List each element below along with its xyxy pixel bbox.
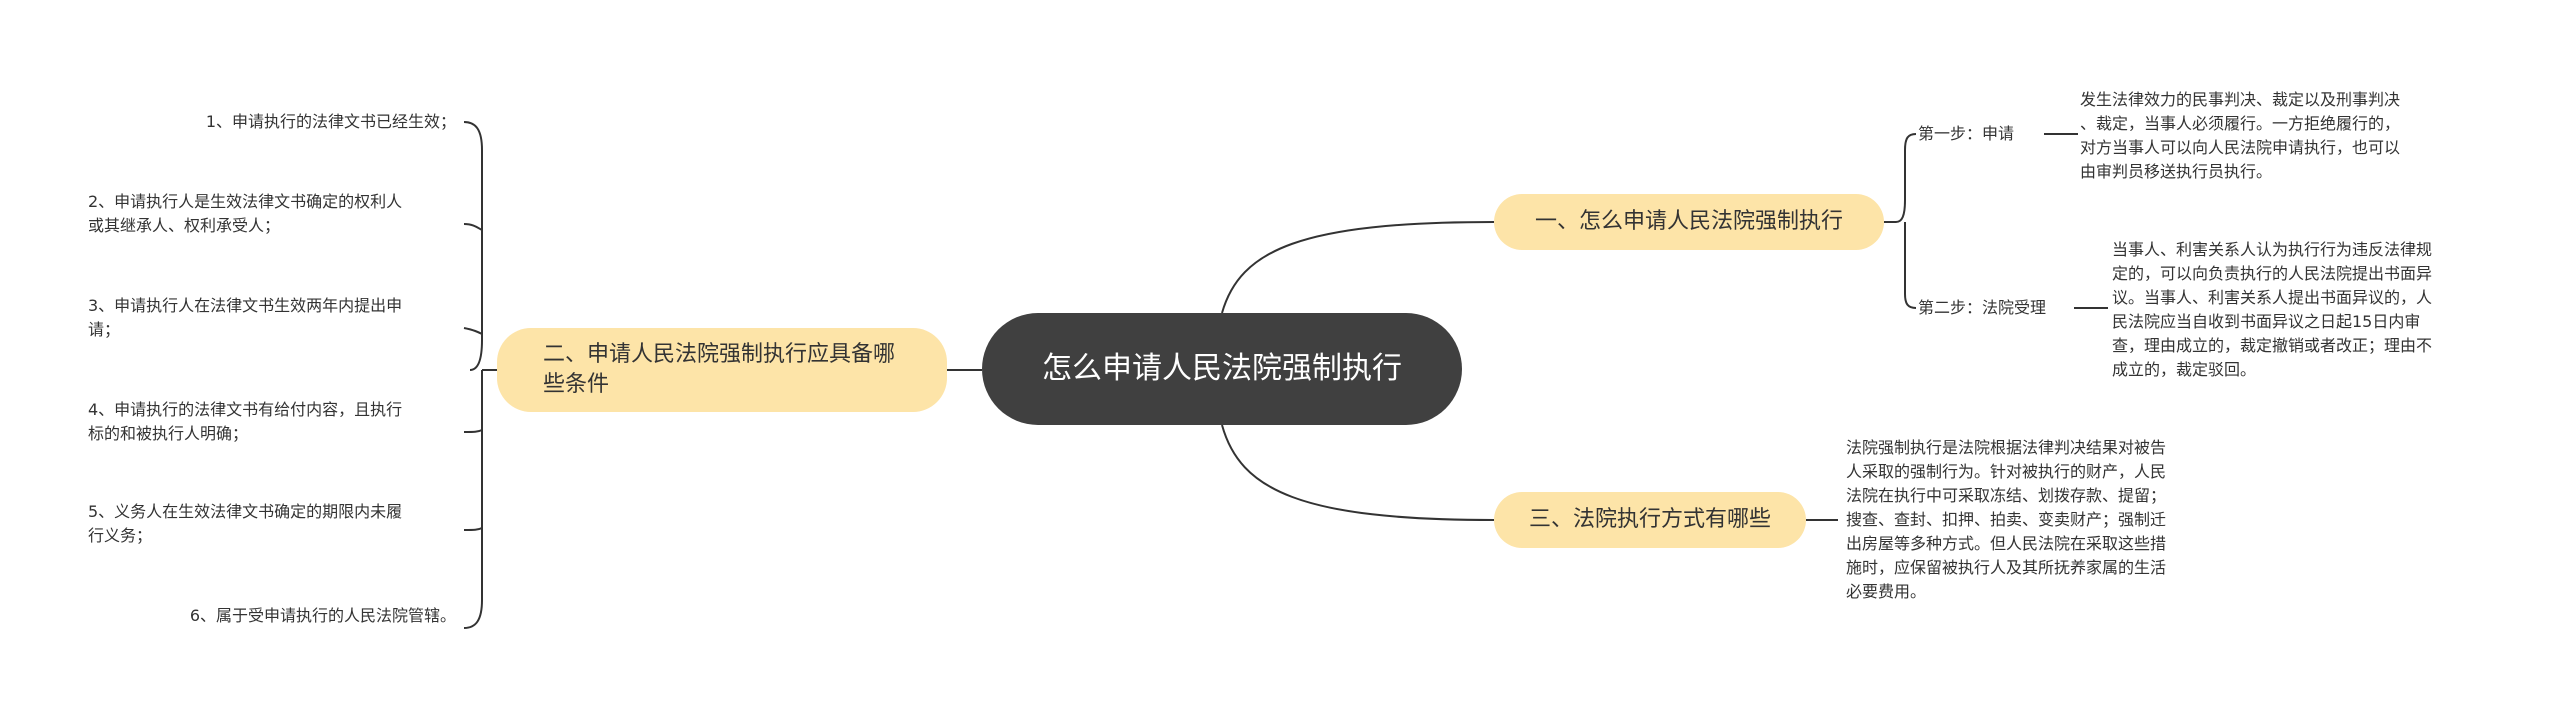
note-line: 搜查、查封、扣押、拍卖、变卖财产；强制迁 (1846, 510, 2167, 529)
branch-two-node[interactable]: 二、申请人民法院强制执行应具备哪些条件 (497, 328, 947, 412)
condition-line: 行义务； (88, 526, 153, 545)
branch-three-note: 法院强制执行是法院根据法律判决结果对被告 人采取的强制行为。针对被执行的财产，人… (1846, 436, 2246, 604)
condition-item-5[interactable]: 5、义务人在生效法律文书确定的期限内未履 行义务； (40, 500, 456, 548)
note-line: 民法院应当自收到书面异议之日起15日内审 (2112, 312, 2421, 331)
step-two-label[interactable]: 第二步：法院受理 (1918, 298, 2047, 317)
note-line: 定的，可以向负责执行的人民法院提出书面异 (2112, 264, 2433, 283)
note-line: 人采取的强制行为。针对被执行的财产，人民 (1846, 462, 2167, 481)
condition-item-2[interactable]: 2、申请执行人是生效法律文书确定的权利人 或其继承人、权利承受人； (40, 190, 456, 238)
condition-item-1[interactable]: 1、申请执行的法律文书已经生效； (40, 110, 456, 134)
connector-central-branch-three (1221, 424, 1495, 521)
note-line: 查，理由成立的，裁定撤销或者改正；理由不 (2112, 336, 2433, 355)
branch-three-node[interactable]: 三、法院执行方式有哪些 (1494, 492, 1806, 548)
step-one-label[interactable]: 第一步：申请 (1918, 124, 2015, 143)
condition-line: 请； (88, 320, 121, 339)
connector-branch-two-items (463, 121, 497, 629)
step-one-note: 发生法律效力的民事判决、裁定以及刑事判决 、裁定，当事人必须履行。一方拒绝履行的… (2080, 88, 2480, 184)
step-two-note: 当事人、利害关系人认为执行行为违反法律规 定的，可以向负责执行的人民法院提出书面… (2112, 238, 2512, 382)
connector-central-branch-one (1221, 221, 1495, 314)
branch-two-label: 二、申请人民法院强制执行应具备哪些条件 (543, 342, 896, 397)
condition-line: 4、申请执行的法律文书有给付内容，且执行 (88, 400, 403, 419)
connector-branch-one-steps (1884, 133, 1917, 309)
central-topic-label: 怎么申请人民法院强制执行 (1042, 351, 1402, 386)
condition-line: 标的和被执行人明确； (88, 424, 249, 443)
condition-item-4[interactable]: 4、申请执行的法律文书有给付内容，且执行 标的和被执行人明确； (40, 398, 456, 446)
condition-line: 2、申请执行人是生效法律文书确定的权利人 (88, 192, 403, 211)
condition-line: 3、申请执行人在法律文书生效两年内提出申 (88, 296, 403, 315)
condition-line: 1、申请执行的法律文书已经生效； (205, 112, 456, 131)
note-line: 当事人、利害关系人认为执行行为违反法律规 (2112, 240, 2433, 259)
note-line: 施时，应保留被执行人及其所抚养家属的生活 (1846, 558, 2167, 577)
note-line: 法院强制执行是法院根据法律判决结果对被告 (1846, 438, 2167, 457)
condition-line: 5、义务人在生效法律文书确定的期限内未履 (88, 502, 403, 521)
note-line: 出房屋等多种方式。但人民法院在采取这些措 (1846, 534, 2167, 553)
note-line: 发生法律效力的民事判决、裁定以及刑事判决 (2080, 90, 2401, 109)
note-line: 、裁定，当事人必须履行。一方拒绝履行的， (2080, 114, 2401, 133)
condition-item-6[interactable]: 6、属于受申请执行的人民法院管辖。 (40, 604, 456, 628)
note-line: 对方当事人可以向人民法院申请执行，也可以 (2080, 138, 2401, 157)
note-line: 由审判员移送执行员执行。 (2080, 162, 2273, 181)
branch-one-node[interactable]: 一、怎么申请人民法院强制执行 (1494, 194, 1884, 250)
condition-line: 6、属于受申请执行的人民法院管辖。 (189, 606, 456, 625)
condition-line: 或其继承人、权利承受人； (88, 216, 281, 235)
note-line: 法院在执行中可采取冻结、划拨存款、提留； (1846, 486, 2167, 505)
note-line: 议。当事人、利害关系人提出书面异议的，人 (2112, 288, 2433, 307)
note-line: 必要费用。 (1846, 582, 1927, 601)
note-line: 成立的，裁定驳回。 (2112, 360, 2257, 379)
central-topic[interactable]: 怎么申请人民法院强制执行 (982, 313, 1462, 425)
condition-item-3[interactable]: 3、申请执行人在法律文书生效两年内提出申 请； (40, 294, 456, 342)
branch-one-label: 一、怎么申请人民法院强制执行 (1534, 209, 1843, 234)
branch-three-label: 三、法院执行方式有哪些 (1528, 507, 1771, 532)
